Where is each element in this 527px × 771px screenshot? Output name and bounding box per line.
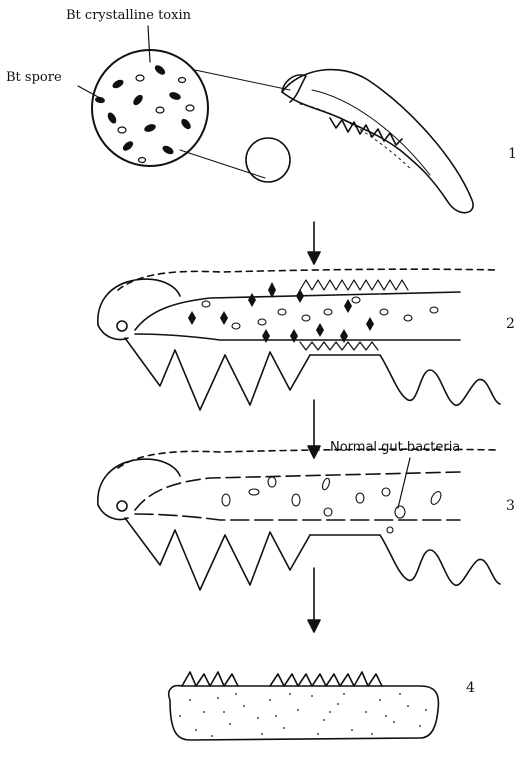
stage-number-2: 2 xyxy=(506,316,515,332)
inset-crystals xyxy=(118,75,194,163)
gut-section-circle xyxy=(246,138,290,182)
stage-3-bacteria xyxy=(222,477,443,533)
stage-4-stipple xyxy=(179,693,427,737)
magnified-inset xyxy=(78,26,208,166)
label-bt-crystalline-toxin: Bt crystalline toxin xyxy=(66,8,191,23)
arrow-1-2 xyxy=(308,222,320,264)
stage-2-larva xyxy=(98,269,500,410)
label-normal-gut-bacteria: Normal gut bacteria xyxy=(330,440,460,455)
stage-number-1: 1 xyxy=(508,146,517,162)
stage-4-larva xyxy=(169,672,439,740)
stage-number-3: 3 xyxy=(506,498,515,514)
arrow-3-4 xyxy=(308,568,320,632)
stage-3-larva xyxy=(98,449,500,590)
label-bt-spore: Bt spore xyxy=(6,70,62,85)
magnification-lines xyxy=(180,70,290,178)
stage-2-spores xyxy=(188,282,374,343)
stage-1-larva xyxy=(282,70,473,213)
stage-number-4: 4 xyxy=(466,680,475,696)
